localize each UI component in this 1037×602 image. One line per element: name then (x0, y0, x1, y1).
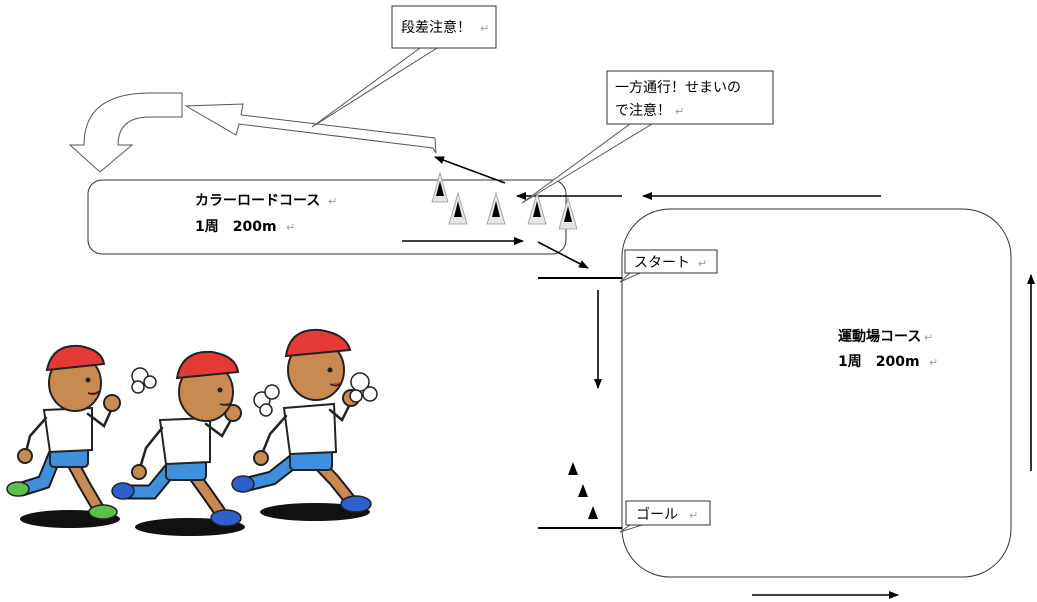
triangle-marker-icon (588, 506, 598, 519)
start-callout-pointer (619, 272, 641, 283)
traffic-cone-icon (448, 191, 468, 225)
arrow-to-start (537, 241, 589, 269)
triangle-marker-icon (578, 484, 588, 497)
return-mark: ↵ (689, 509, 698, 522)
step-warning-text: 段差注意！ (401, 19, 471, 36)
return-mark: ↵ (698, 257, 707, 270)
return-mark: ↵ (675, 105, 684, 118)
athletic-field-course-length: 1周 200m (838, 354, 920, 370)
start-callout (624, 249, 718, 274)
step-warning-callout-pointer (311, 47, 438, 128)
running-child-illustration (111, 350, 280, 536)
traffic-cone-icon (527, 191, 547, 225)
wide-direction-arrow (184, 103, 437, 154)
return-mark: ↵ (929, 356, 938, 369)
one-way-callout (606, 70, 774, 125)
running-children-illustration (6, 328, 378, 536)
athletic-field-course-name: 運動場コース (838, 328, 921, 345)
one-way-text-line2: で注意！ (615, 102, 671, 119)
running-child-illustration (231, 328, 378, 521)
arrow-cone-to-wide (434, 156, 506, 184)
return-mark: ↵ (480, 22, 489, 35)
step-warning-callout (391, 5, 497, 49)
goal-callout-pointer (619, 524, 643, 533)
color-road-course-length: 1周 200m (195, 219, 277, 235)
return-mark: ↵ (924, 331, 933, 344)
u-turn-arrow (68, 92, 183, 173)
triangle-marker-icon (568, 462, 578, 475)
running-child-illustration (6, 344, 157, 528)
goal-label: ゴール (636, 506, 678, 523)
one-way-callout-pointer (521, 123, 653, 204)
return-mark: ↵ (286, 221, 295, 234)
goal-callout (625, 500, 711, 526)
traffic-cone-icon (486, 191, 506, 225)
traffic-cone-group (431, 171, 578, 230)
start-label: スタート (634, 255, 690, 271)
athletic-field-course-track (621, 208, 1012, 578)
traffic-cone-icon (431, 171, 449, 203)
traffic-cone-icon (558, 196, 578, 230)
return-mark: ↵ (328, 195, 337, 208)
color-road-course-name: カラーロードコース (195, 193, 320, 209)
one-way-text-line1: 一方通行！せまいの (615, 80, 741, 96)
